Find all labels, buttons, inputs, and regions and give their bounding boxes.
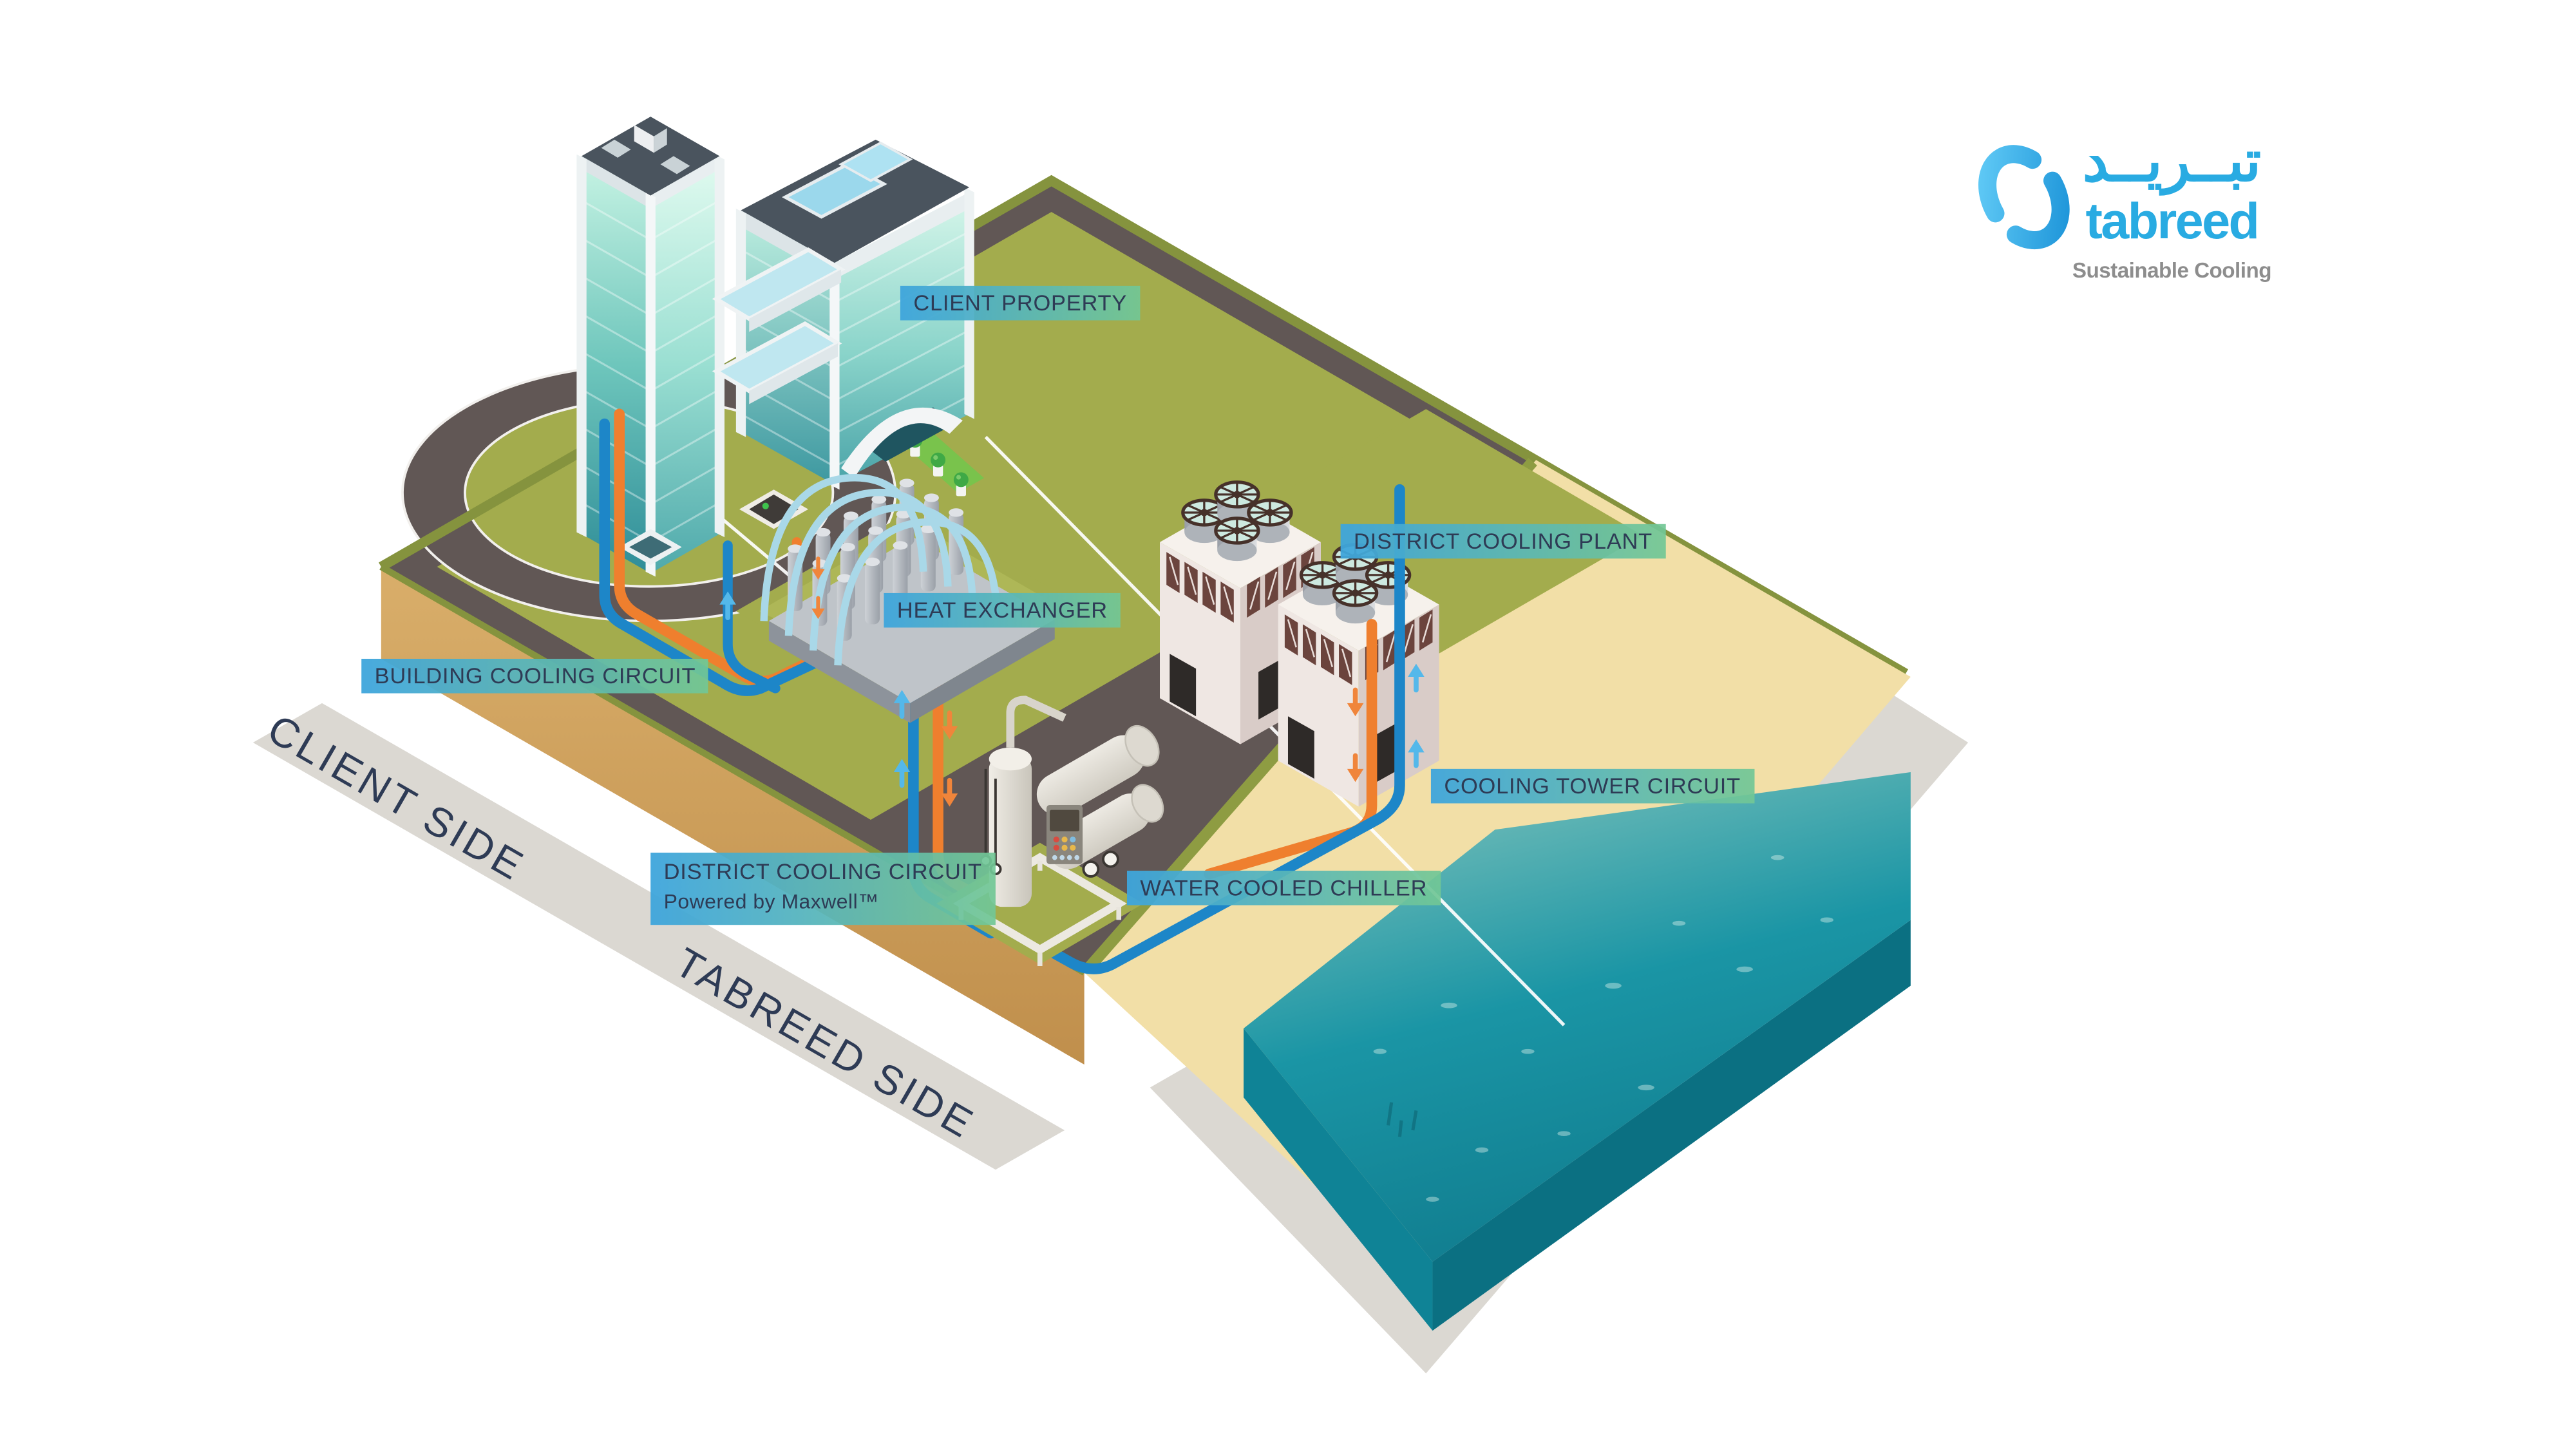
logo-tagline: Sustainable Cooling — [2072, 258, 2272, 283]
label-district-cooling-circuit: DISTRICT COOLING CIRCUIT Powered by Maxw… — [650, 852, 996, 925]
label-client-property: CLIENT PROPERTY — [900, 285, 1141, 321]
logo-latin-wordmark: tabreed — [2085, 192, 2259, 250]
roof-pool — [838, 141, 913, 182]
label-district-cooling-circuit-title: DISTRICT COOLING CIRCUIT — [663, 859, 982, 884]
logo-arabic-wordmark: تبــريــد — [2082, 129, 2262, 194]
sea-water — [1244, 772, 1911, 1331]
building-roof — [741, 139, 970, 263]
label-cooling-tower-circuit: COOLING TOWER CIRCUIT — [1430, 768, 1754, 804]
label-heat-exchanger: HEAT EXCHANGER — [884, 592, 1121, 628]
sky-bridge — [712, 247, 846, 404]
label-water-cooled-chiller: WATER COOLED CHILLER — [1126, 871, 1441, 905]
entrance-canopy — [841, 407, 963, 478]
tabreed-ring-icon — [1978, 145, 2070, 250]
client-towers — [576, 117, 974, 577]
roof-pool — [781, 162, 887, 219]
label-building-cooling-circuit: BUILDING COOLING CIRCUIT — [361, 658, 709, 694]
label-district-cooling-plant: DISTRICT COOLING PLANT — [1340, 524, 1666, 559]
label-powered-by-maxwell: Powered by Maxwell™ — [663, 890, 879, 914]
